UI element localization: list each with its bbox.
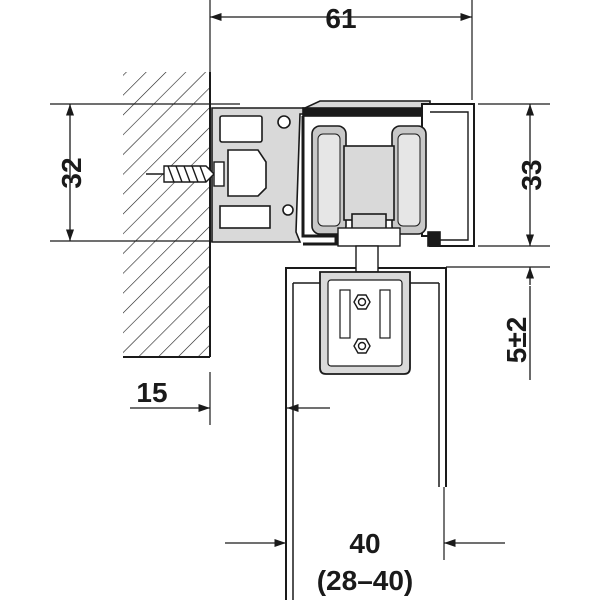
wall [123, 72, 211, 358]
screw-icon [146, 161, 225, 187]
hex-bolt-icon [353, 294, 371, 310]
door-hanger-bracket [319, 271, 411, 375]
hex-bolt-icon [353, 338, 371, 354]
dim-adjustment-5: 5±2 [501, 317, 532, 364]
dim-door-thickness-40: 40 [349, 528, 380, 559]
dim-width-61: 61 [325, 3, 356, 34]
roller-carriage [311, 125, 427, 273]
dim-door-range: (28–40) [317, 565, 414, 596]
dim-wall-offset-15: 15 [136, 377, 167, 408]
dim-height-33: 33 [516, 159, 547, 190]
track-profile [211, 100, 475, 247]
dimension-lines [65, 12, 535, 548]
dim-height-32: 32 [56, 157, 87, 188]
